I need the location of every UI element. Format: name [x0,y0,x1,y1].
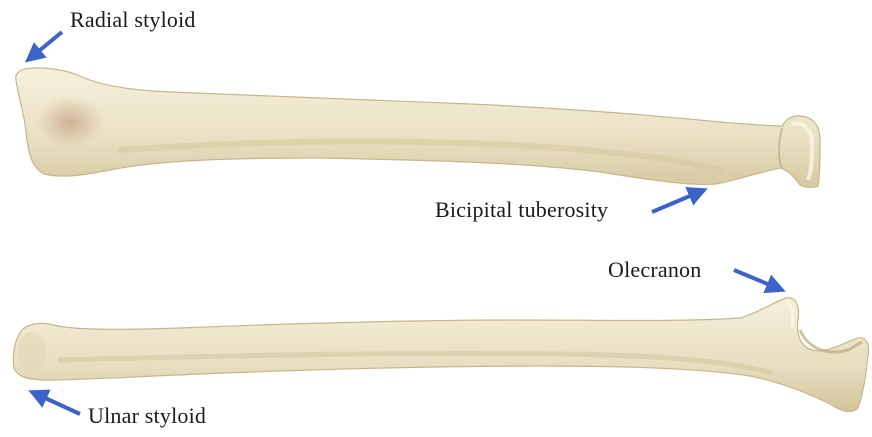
radius-bone [16,68,820,187]
ulna-bone [13,298,868,412]
bicipital-tuberosity-label: Bicipital tuberosity [435,197,608,223]
arrow-up-left-icon [32,392,80,414]
arrow-up-right-icon [652,190,704,212]
radial-styloid-label: Radial styloid [70,7,196,33]
ulnar-styloid-label: Ulnar styloid [88,403,206,429]
arrow-up-left-icon [28,32,62,60]
arrow-down-right-icon [734,270,782,290]
olecranon-label: Olecranon [608,257,701,283]
